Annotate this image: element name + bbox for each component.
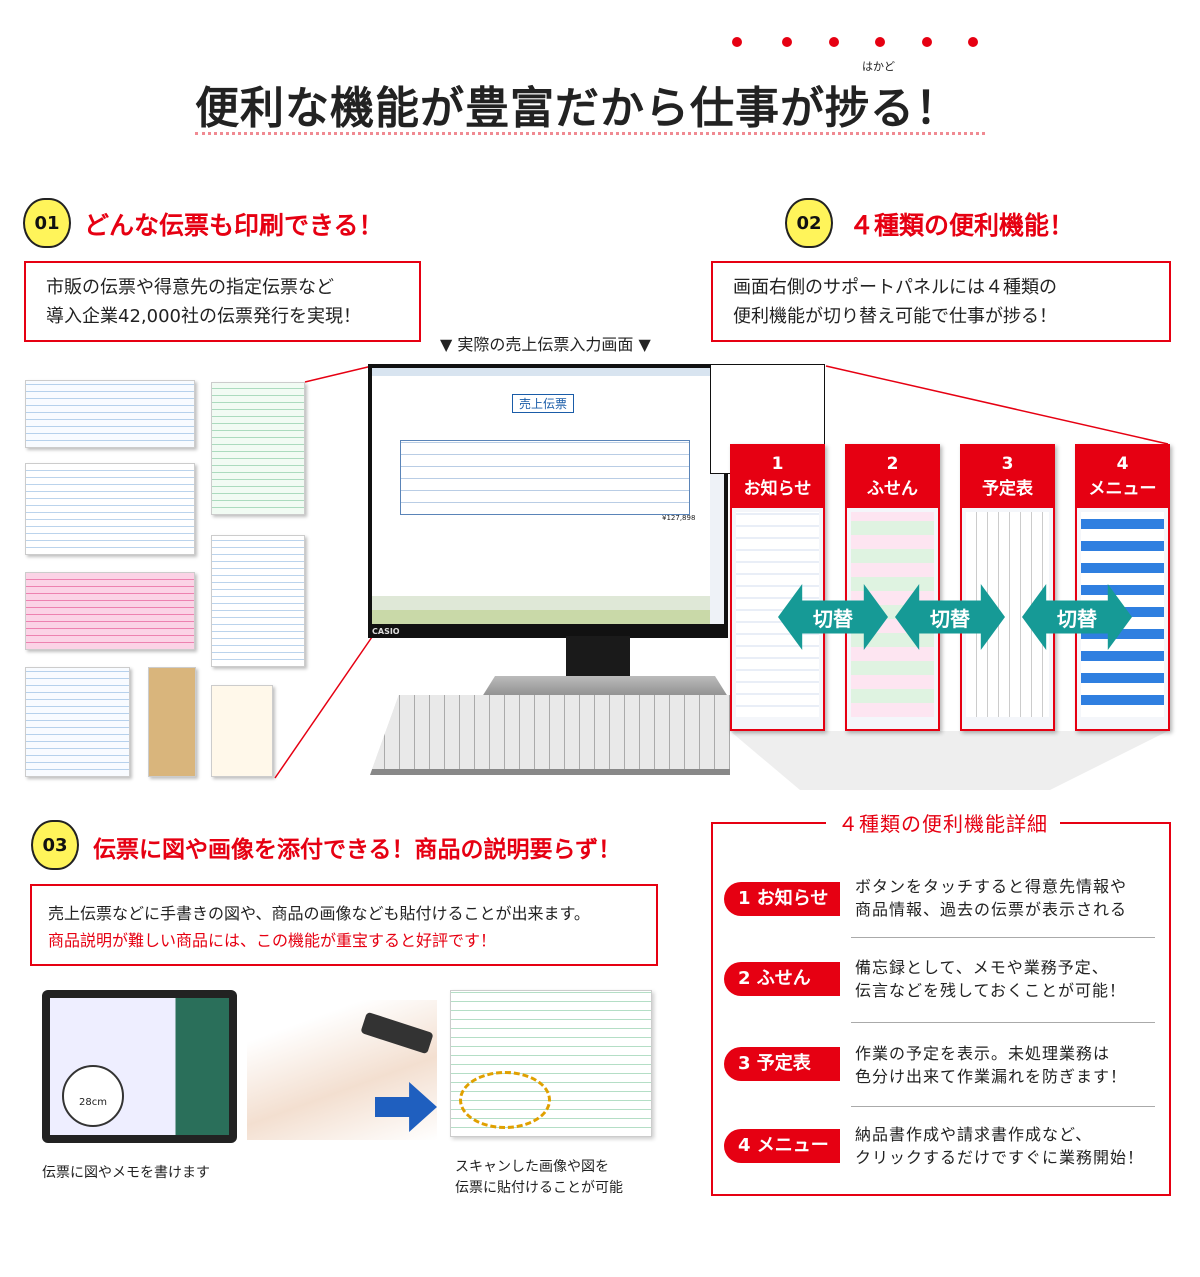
panel-number: 1 [771,454,784,474]
form-image [25,572,195,650]
attached-slip-image [450,990,652,1137]
detail-label: 4 メニュー [724,1129,840,1163]
panel-label: メニュー [1088,479,1157,499]
detail-text: 納品書作成や請求書作成など、クリックするだけですぐに業務開始！ [855,1125,1145,1167]
panel-number: 2 [886,454,899,474]
form-image [211,535,305,667]
panel-notice[interactable]: 1 お知らせ [730,444,825,731]
panel-number: 4 [1116,454,1129,474]
emphasis-dot [732,37,742,47]
section3-title: 伝票に図や画像を添付できる！商品の説明要らず！ [93,836,622,863]
slip-title: 売上伝票 [512,394,575,413]
title-underline [195,132,985,135]
section-badge-03: 03 [31,820,79,870]
memo-bubble: 28cm [62,1065,124,1127]
brand-logo: CASIO [372,627,400,636]
section2-line: 便利機能が切り替え可能で仕事が捗る！ [733,306,1057,327]
detail-label: 1 お知らせ [724,882,840,916]
envelope-image [148,667,196,777]
detail-text: 作業の予定を表示。未処理業務は色分け出来て作業漏れを防ぎます！ [855,1044,1128,1086]
scan-caption: スキャンした画像や図を [455,1159,609,1175]
panel-number: 3 [1001,454,1014,474]
divider [851,1106,1155,1107]
postcard-image [211,685,273,777]
page-title: 便利な機能が豊富だから仕事が捗る！ [195,83,960,134]
scan-caption: 伝票に貼付けることが可能 [455,1180,623,1196]
detail-text: 備忘録として、メモや業務予定、伝言などを残しておくことが可能！ [855,958,1127,1000]
details-title: ４種類の便利機能詳細 [826,808,1060,837]
section3-line: 売上伝票などに手書きの図や、商品の画像なども貼付けることが出来ます。 [48,904,590,923]
panel-sticky[interactable]: 2 ふせん [845,444,940,731]
tablet-caption: 伝票に図やメモを書けます [42,1165,210,1181]
emphasis-dot [922,37,932,47]
section2-description: 画面右側のサポートパネルには４種類の 便利機能が切り替え可能で仕事が捗る！ [711,261,1171,342]
section1-line: 市販の伝票や得意先の指定伝票など [46,277,334,298]
panel-label: お知らせ [743,479,812,499]
ruby-reading: はかど [862,60,895,73]
section3-description: 売上伝票などに手書きの図や、商品の画像なども貼付けることが出来ます。 商品説明が… [30,884,658,966]
screen-caption: ▼ 実際の売上伝票入力画面 ▼ [440,335,651,354]
emphasis-dot [968,37,978,47]
form-image [25,667,130,777]
form-image [25,463,195,555]
keyboard [370,695,730,775]
section1-line: 導入企業42,000社の伝票発行を実現！ [46,306,361,327]
section2-title: ４種類の便利機能！ [849,211,1075,240]
slip-table [400,440,690,515]
form-image [25,380,195,448]
slip-total: ¥127,898 [662,514,696,522]
sales-slip-screen: 売上伝票 ¥127,898 [372,368,724,624]
form-image [211,382,305,515]
connector-lines [274,365,1169,790]
tablet-image: 28cm [42,990,237,1143]
section1-title: どんな伝票も印刷できる！ [84,211,384,240]
section3-line: 商品説明が難しい商品には、この機能が重宝すると好評です！ [48,931,497,950]
emphasis-dot [875,37,885,47]
emphasis-dot [829,37,839,47]
section-badge-02: 02 [785,198,833,248]
panel-schedule[interactable]: 3 予定表 [960,444,1055,731]
divider [851,1022,1155,1023]
divider [851,937,1155,938]
emphasis-dot [782,37,792,47]
panel-label: ふせん [867,479,918,499]
panel-label: 予定表 [982,479,1033,499]
section-badge-01: 01 [23,198,71,248]
panel-menu[interactable]: 4 メニュー [1075,444,1170,731]
section1-description: 市販の伝票や得意先の指定伝票など 導入企業42,000社の伝票発行を実現！ [24,261,421,342]
detail-label: 3 予定表 [724,1047,840,1081]
monitor: 売上伝票 ¥127,898 CASIO [368,364,728,638]
detail-label: 2 ふせん [724,962,840,996]
detail-text: ボタンをタッチすると得意先情報や商品情報、過去の伝票が表示される [855,877,1128,919]
scanner-image [247,1000,437,1140]
section2-line: 画面右側のサポートパネルには４種類の [733,277,1057,298]
function-keys [372,596,724,624]
